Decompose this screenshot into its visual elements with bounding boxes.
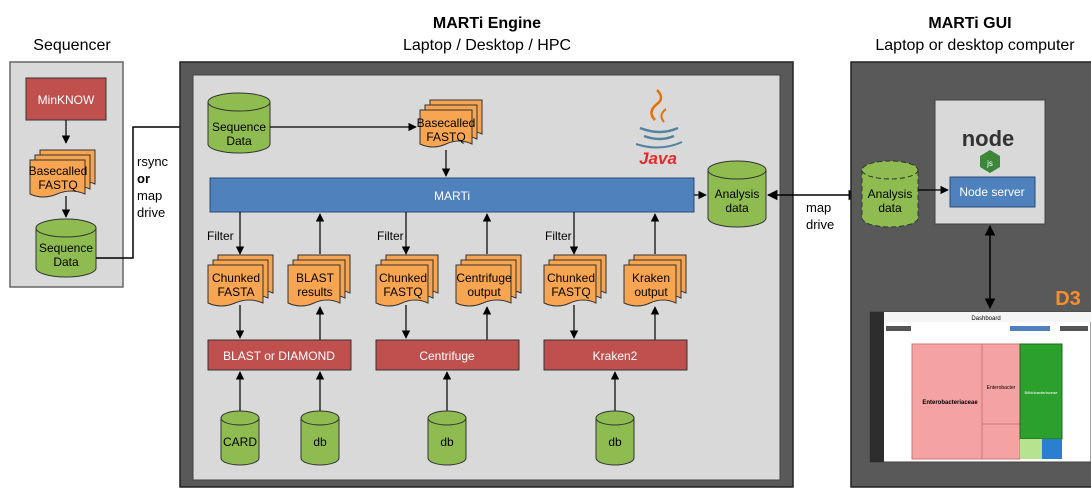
seq-fastq-file-icon [29, 149, 96, 198]
node-server-label: Node server [959, 185, 1024, 199]
sequencer-title: Sequencer [33, 37, 111, 54]
nodejs-hex-icon [980, 150, 1000, 173]
centrifuge-tool-label: Centrifuge [419, 349, 475, 363]
seq-data-label-2: Data [53, 255, 79, 269]
centrifuge-output-label-1: Centrifuge [456, 271, 512, 285]
chunked-fastq-2-label-1: Chunked [547, 271, 595, 285]
dashboard-taxon-3: Bifidobacteriaceae [1025, 390, 1059, 395]
node-server-box [949, 176, 1036, 208]
engine-seq-label-2: Data [226, 134, 252, 148]
map-drive-label-1: map [806, 200, 831, 215]
filter-label-kraken: Filter [545, 229, 572, 243]
gui-analysis-label-1: Analysis [868, 187, 913, 201]
filter-label-blast: Filter [207, 229, 234, 243]
engine-fastq-file-icon [419, 99, 483, 148]
seq-data-label-1: Sequence [39, 241, 93, 255]
java-label: Java [639, 149, 677, 168]
centrifuge-output-file-icon [455, 254, 522, 307]
blast-db-label: db [313, 435, 327, 449]
engine-subtitle: Laptop / Desktop / HPC [403, 37, 571, 54]
chunked-fastq-1-label-1: Chunked [379, 271, 427, 285]
kraken-db-label: db [608, 435, 622, 449]
engine-title: MARTi Engine [433, 15, 541, 32]
node-sub-logo: js [986, 159, 993, 168]
chunked-fastq-file-icon-2 [543, 254, 607, 307]
map-label: map [137, 188, 162, 203]
blast-db-cylinder-icon [300, 410, 340, 466]
or-label: or [137, 171, 150, 186]
java-logo-icon [635, 89, 683, 149]
kraken-output-file-icon [623, 254, 687, 307]
map-drive-label-2: drive [806, 217, 834, 232]
engine-seq-label-1: Sequence [212, 120, 266, 134]
dashboard-preview: Dashboard Enterobacteriaceae Enterobacte… [869, 311, 1091, 463]
gui-subtitle: Laptop or desktop computer [875, 37, 1075, 54]
blast-results-label-2: results [297, 285, 332, 299]
engine-seq-data-icon [207, 92, 271, 154]
centrifuge-db-label: db [440, 435, 454, 449]
marti-label: MARTi [434, 189, 470, 203]
kraken-tool-box [543, 339, 688, 371]
kraken-output-label-1: Kraken [632, 271, 670, 285]
dashboard-title: Dashboard [971, 316, 1000, 322]
chunked-fastq-1-label-2: FASTQ [383, 285, 422, 299]
node-logo: node [962, 126, 1015, 151]
filter-label-centrifuge: Filter [377, 229, 404, 243]
marti-bar [209, 177, 695, 213]
chunked-fasta-label-2: FASTA [217, 285, 254, 299]
engine-analysis-cylinder-icon [707, 160, 767, 228]
rsync-label: rsync [137, 154, 169, 169]
gui-analysis-cylinder-icon [861, 160, 919, 228]
seq-data-cylinder-icon [35, 218, 97, 278]
centrifuge-tool-box [375, 339, 520, 371]
minknow-box [25, 77, 107, 121]
chunked-fastq-2-label-2: FASTQ [551, 285, 590, 299]
engine-analysis-label-2: data [725, 201, 749, 215]
seq-fastq-label-2: FASTQ [38, 178, 77, 192]
blast-tool-box [207, 339, 352, 371]
seq-fastq-label-1: Basecalled [29, 164, 88, 178]
card-db-label: CARD [223, 435, 257, 449]
engine-analysis-label-1: Analysis [715, 187, 760, 201]
arrow-rsync [96, 121, 205, 259]
kraken-db-cylinder-icon [595, 410, 635, 466]
engine-fastq-label-1: Basecalled [417, 116, 476, 130]
kraken-tool-label: Kraken2 [593, 349, 638, 363]
chunked-fastq-file-icon-1 [375, 254, 439, 307]
centrifuge-output-label-2: output [467, 285, 501, 299]
dashboard-taxon-1: Enterobacteriaceae [922, 400, 978, 406]
gui-title: MARTi GUI [928, 15, 1011, 32]
blast-results-label-1: BLAST [296, 271, 335, 285]
drive-label: drive [137, 205, 165, 220]
engine-fastq-label-2: FASTQ [426, 130, 465, 144]
d3-logo: D3 [1055, 288, 1081, 310]
chunked-fasta-label-1: Chunked [212, 271, 260, 285]
blast-results-file-icon [287, 254, 351, 307]
chunked-fasta-file-icon [207, 254, 274, 307]
card-db-cylinder-icon [220, 410, 260, 466]
minknow-label: MinKNOW [38, 93, 95, 107]
dashboard-taxon-2: Enterobacter [987, 385, 1016, 391]
kraken-output-label-2: output [634, 285, 668, 299]
centrifuge-db-cylinder-icon [427, 410, 467, 466]
gui-analysis-label-2: data [878, 201, 902, 215]
blast-tool-label: BLAST or DIAMOND [223, 349, 335, 363]
